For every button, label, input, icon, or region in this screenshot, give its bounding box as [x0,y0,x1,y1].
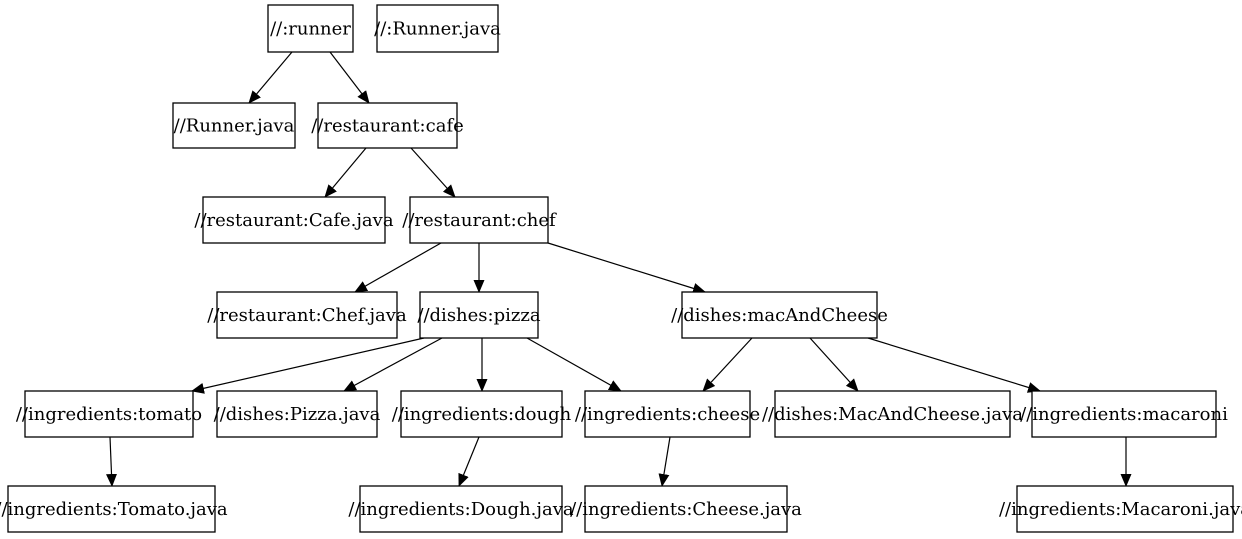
node-tomato-java: //ingredients:Tomato.java [0,485,228,533]
edge-pizza-to-tomato [191,337,425,394]
node-dough-java: //ingredients:Dough.java [348,485,574,533]
node-box-tomato-java [7,485,216,533]
node-box-cafe [317,102,458,149]
node-label-dough: //ingredients:dough [392,404,572,425]
node-runner-java: //Runner.java [172,102,296,149]
node-box-mac-and-cheese-java [774,390,1011,438]
node-box-cafe-java [202,196,386,244]
node-box-cheese-java [584,485,788,533]
node-pizza-java: //dishes:Pizza.java [214,390,381,438]
node-label-cheese-java: //ingredients:Cheese.java [570,499,802,520]
node-macaroni-java: //ingredients:Macaroni.java [999,485,1242,533]
node-box-runner-java-src [376,4,499,53]
node-label-cafe: //restaurant:cafe [311,116,464,137]
node-mac-and-cheese-java: //dishes:MacAndCheese.java [762,390,1023,438]
node-chef-java: //restaurant:Chef.java [207,291,407,339]
node-label-mac-and-cheese: //dishes:macAndCheese [671,305,888,326]
node-label-dough-java: //ingredients:Dough.java [348,499,573,520]
node-box-pizza [419,291,539,339]
node-box-runner-java [172,102,296,149]
edge-runner-to-runner-java [248,51,293,104]
node-label-runner-java: //Runner.java [174,116,295,137]
edge-chef-to-mac-and-cheese [547,242,706,294]
node-cheese-java: //ingredients:Cheese.java [570,485,802,533]
node-box-pizza-java [216,390,378,438]
node-box-macaroni-java [1016,485,1234,533]
node-label-chef-java: //restaurant:Chef.java [207,305,407,326]
edge-dough-to-dough-java [458,436,480,487]
node-box-macaroni [1031,390,1217,438]
edge-pizza-to-cheese [526,337,622,392]
node-pizza: //dishes:pizza [417,291,541,339]
edge-mac-and-cheese-to-cheese [702,337,753,392]
node-label-tomato: //ingredients:tomato [16,404,202,425]
node-label-cafe-java: //restaurant:Cafe.java [194,210,393,231]
edge-cafe-to-cafe-java [324,147,367,198]
node-label-mac-and-cheese-java: //dishes:MacAndCheese.java [762,404,1023,425]
node-box-cheese [584,390,751,438]
edge-cheese-to-cheese-java [658,436,671,487]
node-label-chef: //restaurant:chef [402,210,557,231]
node-runner: //:runner [267,4,354,53]
node-tomato: //ingredients:tomato [16,390,202,438]
node-cafe: //restaurant:cafe [311,102,464,149]
node-macaroni: //ingredients:macaroni [1020,390,1228,438]
node-label-macaroni-java: //ingredients:Macaroni.java [999,499,1242,520]
node-box-chef-java [216,291,398,339]
node-cheese: //ingredients:cheese [575,390,760,438]
node-label-tomato-java: //ingredients:Tomato.java [0,499,228,520]
node-label-pizza: //dishes:pizza [417,305,540,326]
edge-cafe-to-chef [410,147,456,198]
node-label-cheese: //ingredients:cheese [575,404,760,425]
node-box-mac-and-cheese [681,291,878,339]
node-label-pizza-java: //dishes:Pizza.java [214,404,381,425]
edge-tomato-to-tomato-java [106,436,118,487]
edge-mac-and-cheese-to-mac-and-cheese-java [809,337,859,392]
edge-pizza-to-pizza-java [343,337,443,392]
edge-chef-to-chef-java [354,242,442,293]
edge-mac-and-cheese-to-macaroni [867,337,1041,393]
node-label-macaroni: //ingredients:macaroni [1020,404,1228,425]
nodes-layer: //:runner //:Runner.java //Runner.java //re… [0,4,1242,533]
node-box-tomato [24,390,194,438]
node-box-dough [400,390,563,438]
node-label-runner-java-src: //:Runner.java [374,19,501,40]
node-dough: //ingredients:dough [392,390,572,438]
node-cafe-java: //restaurant:Cafe.java [194,196,394,244]
node-chef: //restaurant:chef [402,196,557,244]
edge-runner-to-cafe [329,51,370,104]
edges-layer [106,51,1132,487]
node-box-chef [409,196,549,244]
node-runner-java-src: //:Runner.java [374,4,501,53]
node-mac-and-cheese: //dishes:macAndCheese [671,291,888,339]
node-box-dough-java [359,485,563,533]
node-label-runner: //:runner [270,19,351,40]
node-box-runner [267,4,354,53]
